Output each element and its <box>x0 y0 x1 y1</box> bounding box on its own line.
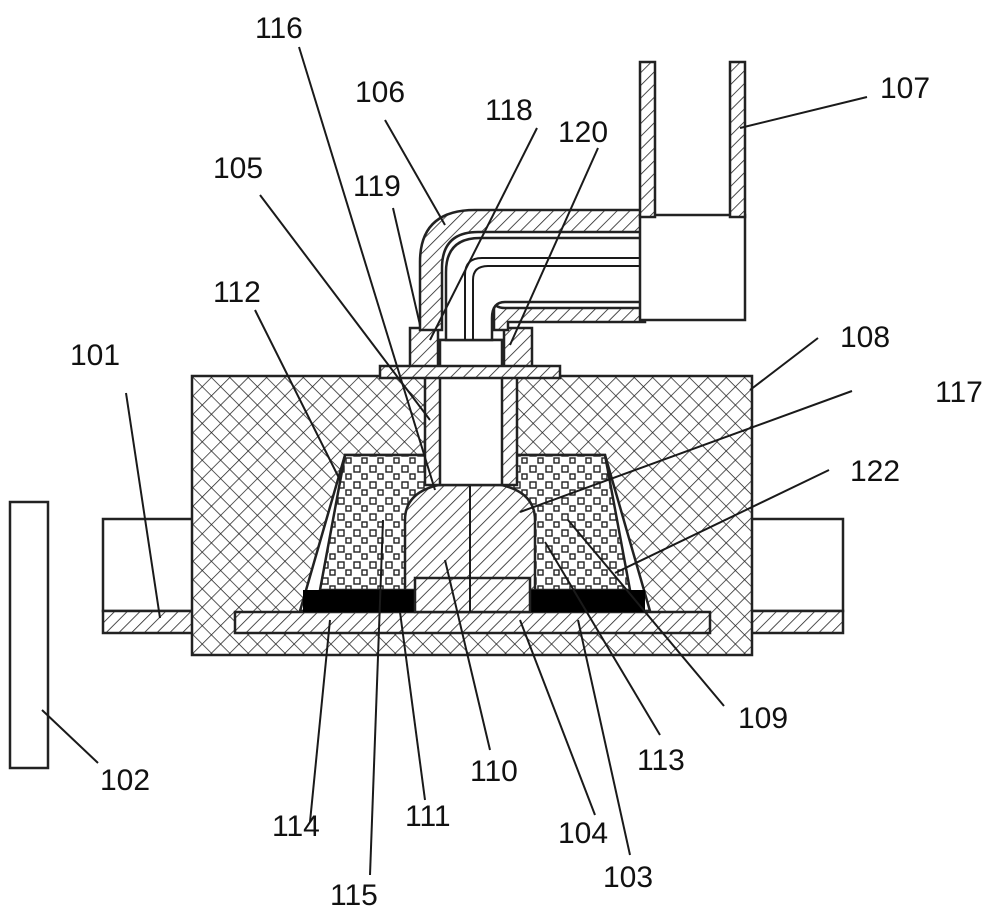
label-109: 109 <box>738 702 788 735</box>
label-120: 120 <box>558 116 608 149</box>
elbow-pipe-inner <box>492 299 647 332</box>
collar-base <box>378 364 562 380</box>
label-113: 113 <box>637 744 685 777</box>
connector-block <box>638 213 747 322</box>
label-102: 102 <box>100 764 150 797</box>
leader-lines <box>41 46 868 876</box>
label-110: 110 <box>470 755 518 788</box>
side-block-right <box>746 517 845 613</box>
pipe-center-line-2 <box>472 265 645 340</box>
label-114: 114 <box>272 810 320 843</box>
label-111: 111 <box>405 800 451 833</box>
tube-bore <box>438 338 504 487</box>
center-block <box>413 576 532 614</box>
electrode-right <box>530 590 645 612</box>
side-block-left <box>101 517 197 613</box>
inner-plate-104 <box>233 610 712 635</box>
label-105: 105 <box>213 152 263 185</box>
label-118: 118 <box>485 94 533 127</box>
label-103: 103 <box>603 861 653 894</box>
label-106: 106 <box>355 76 405 109</box>
label-119: 119 <box>353 170 401 203</box>
connector-tube-left <box>638 60 657 219</box>
label-104: 104 <box>558 817 608 850</box>
part-102-bar <box>8 500 50 770</box>
label-115: 115 <box>330 879 378 912</box>
pipe-bore <box>444 236 647 342</box>
electrode-left <box>303 590 415 612</box>
label-116: 116 <box>255 12 303 45</box>
label-108: 108 <box>840 321 890 354</box>
connector-tube-right <box>728 60 747 219</box>
label-101: 101 <box>70 339 120 372</box>
label-112: 112 <box>213 276 261 309</box>
label-117: 117 <box>935 376 983 409</box>
label-107: 107 <box>880 72 930 105</box>
label-122: 122 <box>850 455 900 488</box>
